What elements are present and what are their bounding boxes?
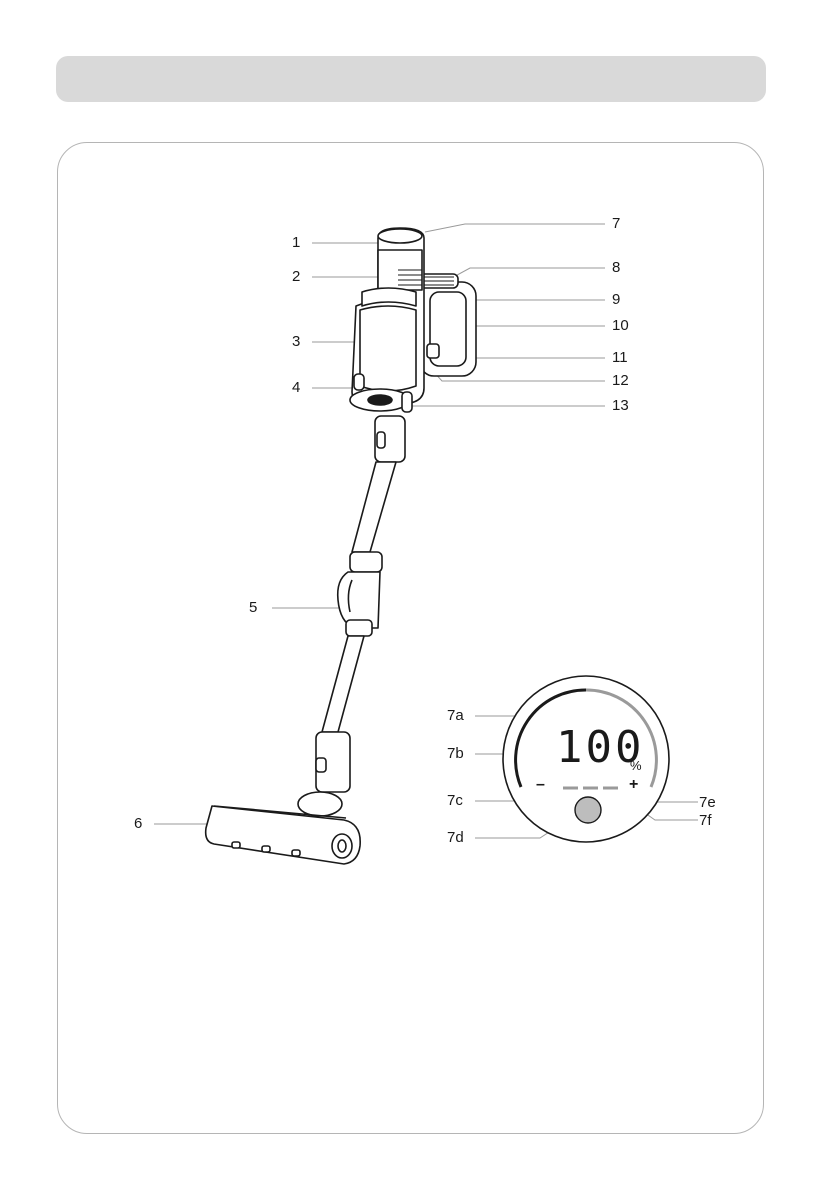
cup-base-hole [368,395,392,405]
callout-6: 6 [134,816,142,832]
callout-11: 11 [612,350,628,366]
percent-symbol: % [630,758,642,774]
callout-7b: 7b [447,746,464,762]
minus-symbol: – [536,777,545,793]
callout-8: 8 [612,260,620,276]
connector-button [377,432,385,448]
tube-joint-bottom [346,620,372,636]
display-top [378,229,422,243]
callout-7e: 7e [699,795,716,811]
callout-7: 7 [612,216,620,232]
callout-7f: 7f [699,813,712,829]
callout-7a: 7a [447,708,464,724]
callout-12: 12 [612,373,629,389]
callout-4: 4 [292,380,300,396]
callout-2: 2 [292,269,300,285]
power-button [575,797,601,823]
plus-symbol: + [629,777,638,793]
dust-cup [360,306,416,391]
tube-joint-top [350,552,382,572]
leader-8 [448,268,605,280]
neck-button [316,758,326,772]
lower-tube [322,636,364,732]
trigger-button [427,344,439,358]
callout-7c: 7c [447,793,463,809]
callout-9: 9 [612,292,620,308]
vacuum-illustration [206,228,476,864]
callout-13: 13 [612,398,629,414]
release-button [354,374,364,390]
callout-5: 5 [249,600,257,616]
callout-7d: 7d [447,830,464,846]
upper-tube [352,462,396,552]
swivel-head [298,792,342,816]
release-latch [402,392,412,412]
callout-3: 3 [292,334,300,350]
floor-head-wheel-hub [338,840,346,852]
leader-7 [425,224,605,232]
callout-10: 10 [612,318,629,334]
callout-1: 1 [292,235,300,251]
